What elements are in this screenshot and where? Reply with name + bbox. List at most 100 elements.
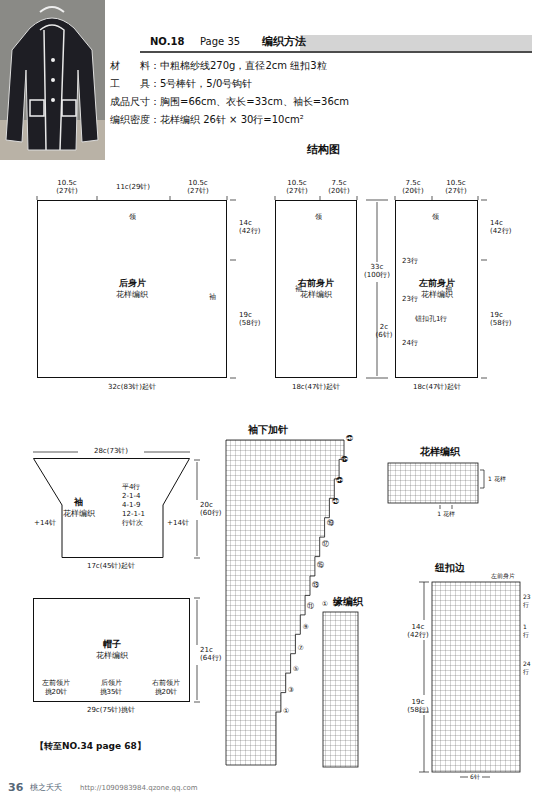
dimension-label: (64行) bbox=[200, 655, 221, 663]
dimension-label: 2-1-4 bbox=[122, 493, 140, 501]
chart-title: 花样编织 bbox=[420, 446, 460, 457]
dimension-label: 19c bbox=[412, 699, 425, 707]
dimension-label: 12-1-1 bbox=[122, 511, 145, 519]
dimension-label: 左前身片 bbox=[491, 573, 515, 580]
callout-number: ⑬ bbox=[312, 582, 319, 590]
dimension-label: 11c(29针) bbox=[116, 184, 150, 192]
dimension-label: 袖 bbox=[209, 294, 216, 302]
page-number: Page 35 bbox=[200, 36, 240, 47]
callout-number: ⑨ bbox=[302, 624, 308, 632]
stitch-name: 花样编织 bbox=[63, 509, 95, 519]
dimension-label: 领 bbox=[129, 214, 136, 222]
callout-number: ⑲ bbox=[327, 520, 334, 528]
dimension-label: 18c(47针)起针 bbox=[292, 384, 340, 392]
chart-title: 缘编织 bbox=[333, 596, 363, 607]
cross-reference: 【转至NO.34 page 68】 bbox=[35, 742, 146, 752]
callout-number: ⑰ bbox=[322, 541, 329, 549]
dimension-label: 10.5c bbox=[446, 180, 465, 188]
dimension-label: 10.5c bbox=[287, 180, 306, 188]
dimension-label: (58行) bbox=[239, 320, 260, 328]
dimension-label: 左前领片 bbox=[42, 680, 70, 688]
chart-title: 袖下加针 bbox=[248, 424, 288, 435]
garment-piece: 左前身片花样编织 bbox=[395, 200, 478, 378]
callout-number: ⑤ bbox=[293, 666, 299, 674]
dimension-label: 行 bbox=[523, 632, 529, 639]
watermark: 桃之夭夭 bbox=[30, 784, 62, 793]
garment-piece: 右前身片花样编织 bbox=[275, 200, 357, 378]
spec-line: 编织密度：花样编织 26针 × 30行=10cm² bbox=[110, 114, 304, 125]
dimension-label: (60行) bbox=[200, 510, 221, 518]
piece-name: 右前身片 bbox=[298, 278, 334, 289]
callout-number: ㉑ bbox=[332, 499, 339, 507]
dimension-label: (27针) bbox=[286, 188, 307, 196]
dimension-label: +14针 bbox=[167, 520, 189, 528]
callout-number: ① bbox=[322, 601, 328, 609]
dimension-label: 17c(45针)起针 bbox=[87, 563, 135, 571]
dimension-label: 袖 bbox=[445, 286, 452, 294]
dimension-label: 23行 bbox=[402, 258, 418, 266]
dimension-label: 24行 bbox=[402, 340, 418, 348]
dimension-label: 挑20针 bbox=[155, 689, 178, 697]
dimension-label: 1 花样 bbox=[488, 476, 506, 483]
dimension-label: 23 bbox=[523, 594, 531, 601]
piece-name: 袖 bbox=[74, 497, 83, 508]
dimension-label: (42行) bbox=[490, 228, 511, 236]
dimension-label: 7.5c bbox=[406, 180, 421, 188]
dimension-label: (42行) bbox=[407, 632, 428, 640]
dimension-label: (27针) bbox=[445, 188, 466, 196]
dimension-label: 4-1-9 bbox=[122, 502, 140, 510]
dimension-label: (42行) bbox=[239, 228, 260, 236]
chart-title: 纽扣边 bbox=[435, 562, 465, 573]
dimension-label: 袖 bbox=[295, 286, 302, 294]
dimension-label: 1 花样 bbox=[437, 511, 455, 518]
dimension-label: +14针 bbox=[34, 520, 56, 528]
dimension-label: 后领片 bbox=[101, 680, 122, 688]
piece-name: 帽子 bbox=[103, 639, 121, 650]
dimension-label: 6针 bbox=[470, 774, 480, 781]
dimension-label: 19c bbox=[239, 312, 252, 320]
spec-line: 材 料：中粗棉纱线270g，直径2cm 纽扣3粒 bbox=[110, 60, 327, 71]
callout-number: ③ bbox=[288, 687, 294, 695]
dimension-label: (20针) bbox=[328, 188, 349, 196]
spec-line: 工 具：5号棒针，5/0号钩针 bbox=[110, 78, 252, 89]
dimension-label: 领 bbox=[315, 214, 322, 222]
dimension-label: (100行) bbox=[364, 272, 390, 280]
dimension-label: 挑35针 bbox=[100, 689, 123, 697]
dimension-label: (6针) bbox=[376, 332, 393, 340]
dimension-label: (27针) bbox=[187, 188, 208, 196]
section-heading: 编织方法 bbox=[262, 36, 306, 48]
dimension-label: 28c(73针) bbox=[94, 448, 128, 456]
dimension-label: 19c bbox=[490, 312, 503, 320]
dimension-label: 钮扣孔1行 bbox=[415, 316, 447, 324]
dimension-label: 10.5c bbox=[57, 180, 76, 188]
dimension-label: 18c(47针)起针 bbox=[413, 384, 461, 392]
dimension-label: 7.5c bbox=[332, 180, 347, 188]
dimension-label: 10.5c bbox=[188, 180, 207, 188]
dimension-label: 21c bbox=[200, 647, 213, 655]
dimension-label: 右前领片 bbox=[152, 680, 180, 688]
dimension-label: 29c(75针)挑针 bbox=[87, 707, 135, 715]
dimension-label: 23行 bbox=[402, 296, 418, 304]
sleeve-outline bbox=[33, 458, 190, 558]
callout-number: ① bbox=[283, 708, 289, 716]
dimension-label: (58行) bbox=[407, 707, 428, 715]
watermark: http://1090983984.qzone.qq.com bbox=[80, 785, 198, 793]
garment-piece: 后身片花样编织 bbox=[37, 200, 227, 378]
callout-number: ⑮ bbox=[317, 562, 324, 570]
dimension-label: (27针) bbox=[56, 188, 77, 196]
dimension-label: 1 bbox=[523, 624, 527, 631]
callout-number: ⑪ bbox=[307, 603, 314, 611]
dimension-label: 平4行 bbox=[122, 484, 140, 492]
dimension-label: 33c bbox=[371, 264, 384, 272]
dimension-label: 20c bbox=[200, 502, 213, 510]
dimension-label: 32c(83针)起针 bbox=[108, 384, 156, 392]
piece-name: 后身片 bbox=[119, 278, 146, 289]
callout-number: ㉗ bbox=[346, 436, 353, 444]
dimension-label: 24 bbox=[523, 661, 531, 668]
dimension-label: (20针) bbox=[402, 188, 423, 196]
stitch-name: 花样编织 bbox=[300, 290, 332, 300]
watermark: 36 bbox=[8, 782, 23, 794]
callout-number: ㉓ bbox=[336, 478, 343, 486]
